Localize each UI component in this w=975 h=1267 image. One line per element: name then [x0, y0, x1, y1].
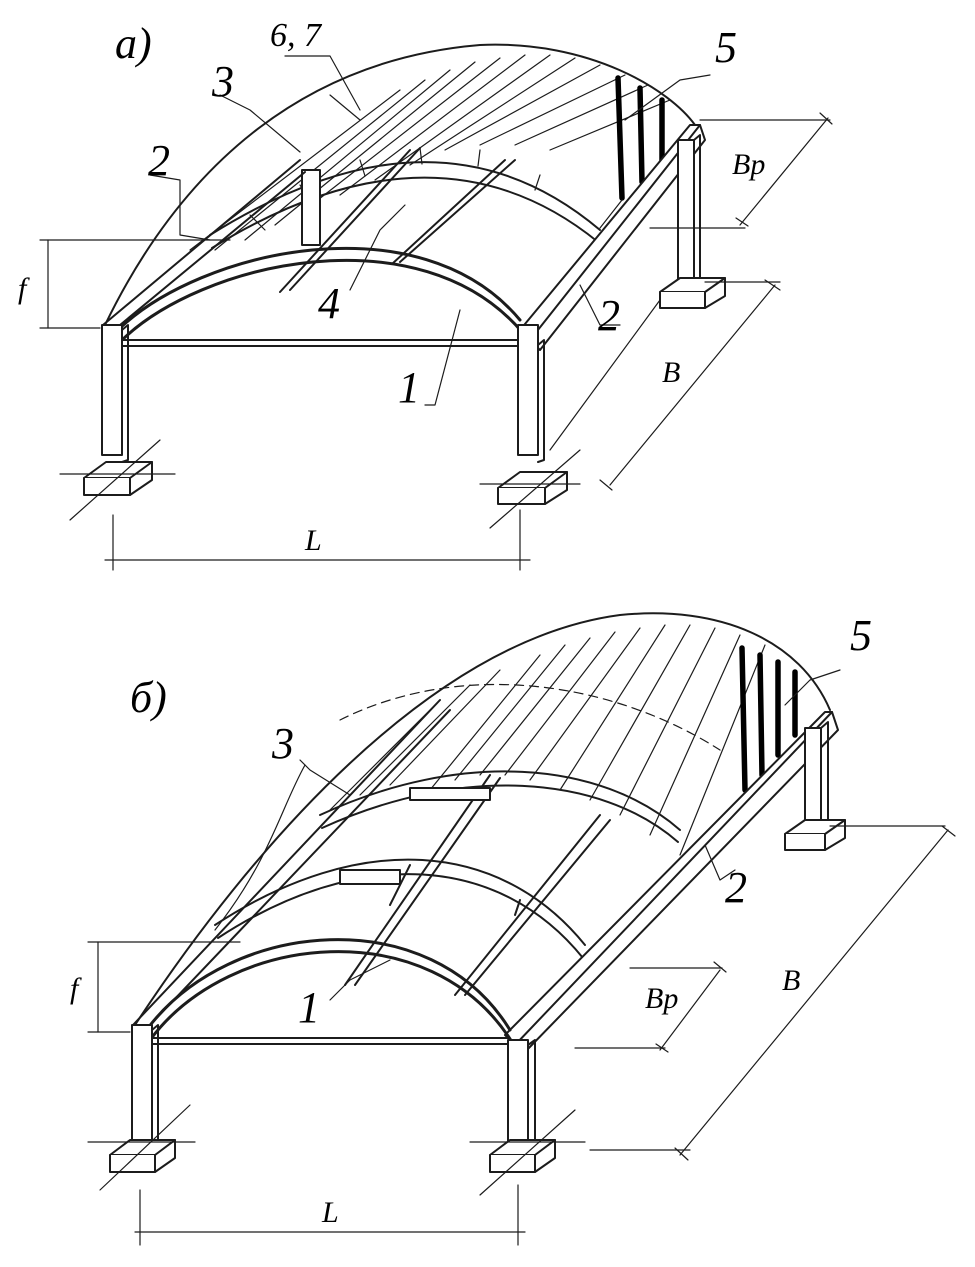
dim-Bp-a: Bр [732, 148, 765, 181]
figure-a: а) 6, 7 3 5 2 2 4 1 f L B Bр [18, 17, 833, 571]
footings-b [109, 819, 846, 1173]
dimensions-a [39, 112, 833, 571]
label-1-b: 1 [298, 983, 320, 1032]
dimensions-b [87, 825, 956, 1246]
dim-B-a: B [662, 356, 680, 389]
bracing-b [739, 645, 798, 793]
tie-rod-b [149, 1037, 509, 1045]
label-3: 3 [211, 57, 234, 106]
label-3-b: 3 [271, 719, 294, 768]
tie-rod-a [119, 339, 521, 347]
front-arch-a [116, 246, 524, 344]
middle-arch-b [214, 858, 586, 959]
roof-sheeting-b [134, 612, 831, 1026]
front-arch-b [146, 938, 514, 1044]
dim-f-b: f [70, 972, 82, 1005]
dim-B-b: B [782, 964, 800, 997]
rear-arch-b [319, 770, 681, 843]
label-1: 1 [398, 363, 420, 412]
purlins-b [339, 774, 611, 996]
figure-b-label: б) [130, 673, 167, 722]
label-2-left: 2 [148, 136, 170, 185]
figure-b: б) 3 5 2 1 f L B Bр [70, 611, 956, 1246]
leaders-b [214, 669, 841, 1001]
labels-b: б) 3 5 2 1 f L B Bр [70, 611, 872, 1229]
dim-L-b: L [321, 1196, 339, 1229]
label-roof-6-7: 6, 7 [270, 17, 323, 54]
label-2-b: 2 [725, 863, 747, 912]
figure-a-label: а) [115, 19, 152, 68]
rear-arch-a [209, 147, 601, 249]
label-4: 4 [318, 279, 340, 328]
leaders-a [149, 55, 711, 406]
long-beam-left-b [132, 699, 451, 1026]
dim-L-a: L [304, 524, 322, 557]
label-2-right: 2 [598, 291, 620, 340]
label-5: 5 [715, 23, 737, 72]
label-5-b: 5 [850, 611, 872, 660]
roof-sheeting-a [104, 43, 696, 326]
dim-f-a: f [18, 272, 30, 305]
labels-a: а) 6, 7 3 5 2 2 4 1 f L B Bр [18, 17, 765, 557]
rear-post-a [301, 169, 321, 246]
bracing-a [615, 75, 665, 201]
long-beam-left-a [102, 159, 306, 326]
purlins-a [279, 147, 516, 293]
dim-Bp-b: Bр [645, 982, 678, 1015]
